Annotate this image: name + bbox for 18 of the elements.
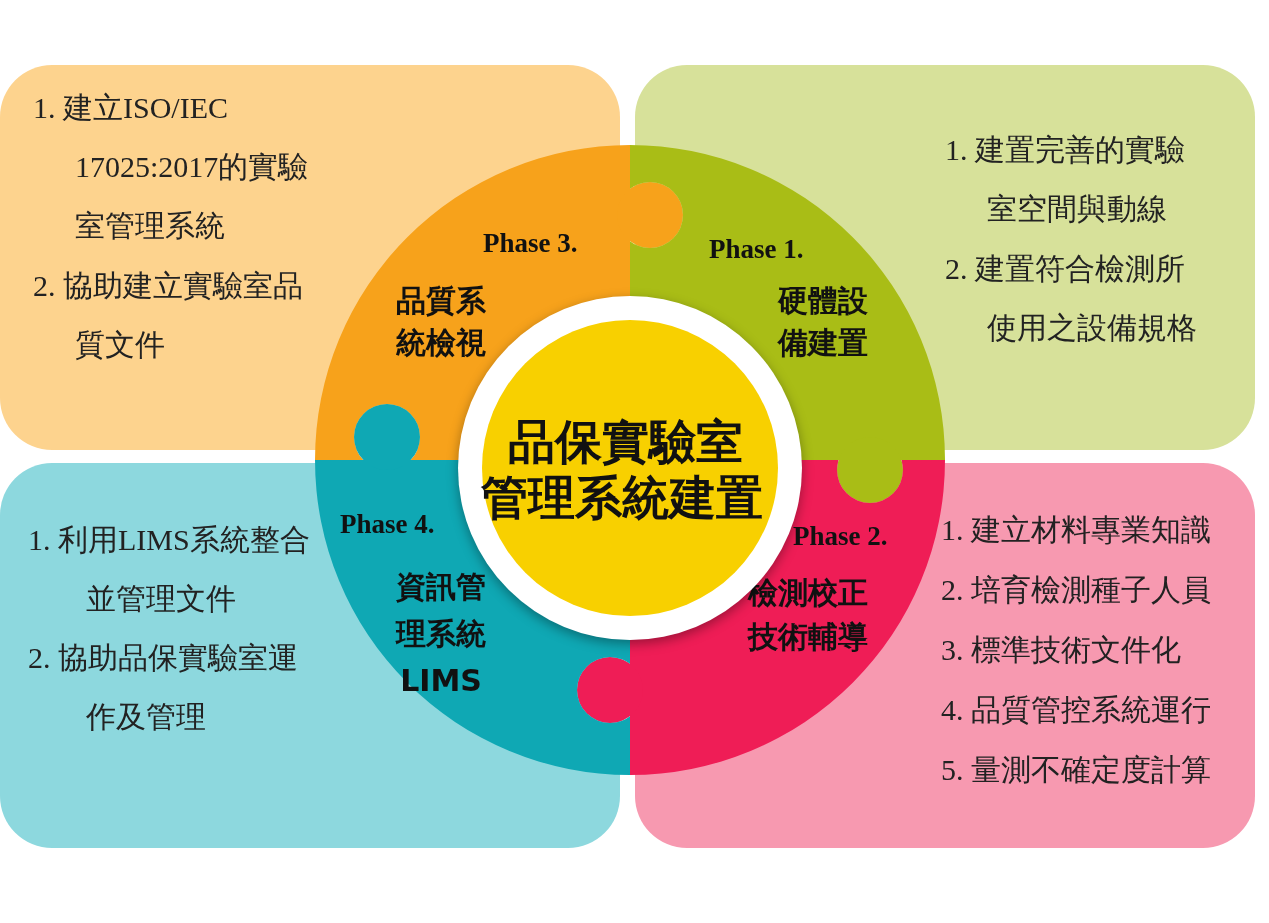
phase-label: Phase 1. (709, 234, 804, 265)
phase-title: 資訊管理系統LIMS (394, 568, 487, 700)
list-item: 3. 標準技術文件化 (941, 632, 1182, 668)
list-item: 1. 建立ISO/IEC 17025:2017的實驗室管理系統 (33, 90, 310, 244)
list-item: 2. 培育檢測種子人員 (941, 572, 1212, 608)
phase-title: 硬體設備建置 (776, 282, 869, 362)
list-item: 5. 量測不確定度計算 (941, 752, 1212, 788)
phase-title: 品質系統檢視 (395, 282, 487, 362)
list-item: 1. 建立材料專業知識 (941, 512, 1212, 548)
phase-label: Phase 3. (483, 228, 578, 259)
phase-label: Phase 2. (793, 521, 888, 552)
list-item: 2. 協助建立實驗室品質文件 (33, 268, 304, 363)
phase-label: Phase 4. (340, 509, 435, 540)
list-item: 4. 品質管控系統運行 (941, 692, 1212, 728)
list-item: 1. 建置完善的實驗室空間與動線 (945, 132, 1186, 227)
list-item: 1. 利用LIMS系統整合並管理文件 (28, 522, 311, 617)
list-item: 2. 建置符合檢測所使用之設備規格 (945, 251, 1198, 346)
list-item: 2. 協助品保實驗室運作及管理 (28, 640, 299, 735)
